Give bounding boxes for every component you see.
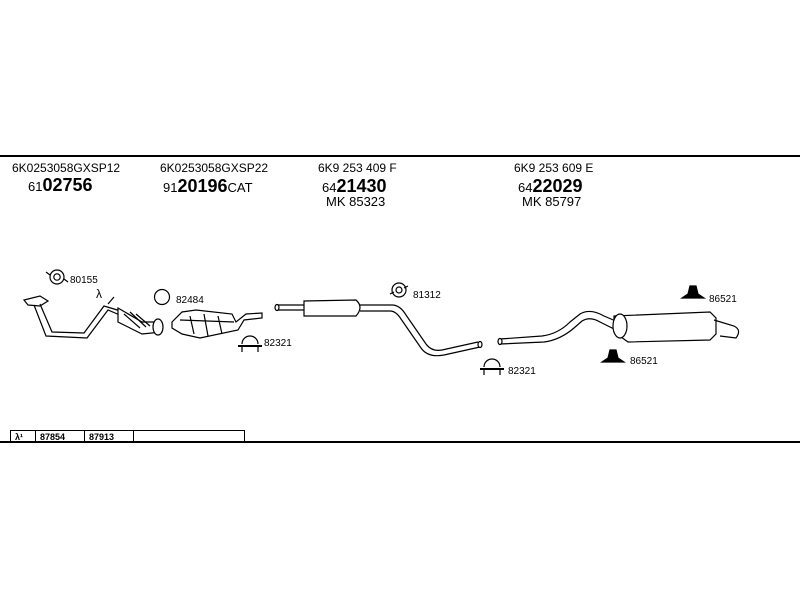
lambda-label: λ [96,287,102,301]
part-code-3: 6K9 253 409 F [318,161,397,175]
clamp-icon [480,358,504,375]
gasket-label: 80155 [70,275,98,286]
header-divider-line [0,155,800,157]
clamp-icon [238,335,262,352]
part-code-4: 6K9 253 609 E [514,161,594,175]
footer-divider-line [0,441,800,443]
hanger-label: 86521 [709,294,737,305]
gasket-icon [389,282,409,298]
lambda-sensor-icon [107,296,115,305]
ring-label: 82484 [176,295,204,306]
part-number-3: 6421430 [322,176,387,196]
part-number-4: 6422029 [518,176,583,196]
part-number-1: 6102756 [28,175,93,195]
table-cell: 87913 [85,431,134,443]
gasket-label: 81312 [413,290,441,301]
part-code-1: 6K0253058GXSP12 [12,161,121,175]
ring-icon [153,288,171,306]
table-cell: 87854 [36,431,85,443]
clamp-label: 82321 [264,338,292,349]
gasket-icon [45,269,69,285]
hanger-icon [600,349,626,363]
reference-table: λ¹ 87854 87913 [10,430,245,443]
mk-number-3: MK 85323 [326,194,386,209]
part-number-2: 9120196CAT [163,176,253,196]
mk-number-4: MK 85797 [522,194,582,209]
hanger-icon [680,285,706,299]
hanger-label: 86521 [630,356,658,367]
rear-silencer-icon [497,310,740,346]
clamp-label: 82321 [508,366,536,377]
middle-silencer-icon [274,299,483,357]
catalytic-converter-icon [171,309,263,339]
part-code-2: 6K0253058GXSP22 [160,161,269,175]
table-cell: λ¹ [11,431,36,443]
front-pipe-icon [22,295,164,339]
